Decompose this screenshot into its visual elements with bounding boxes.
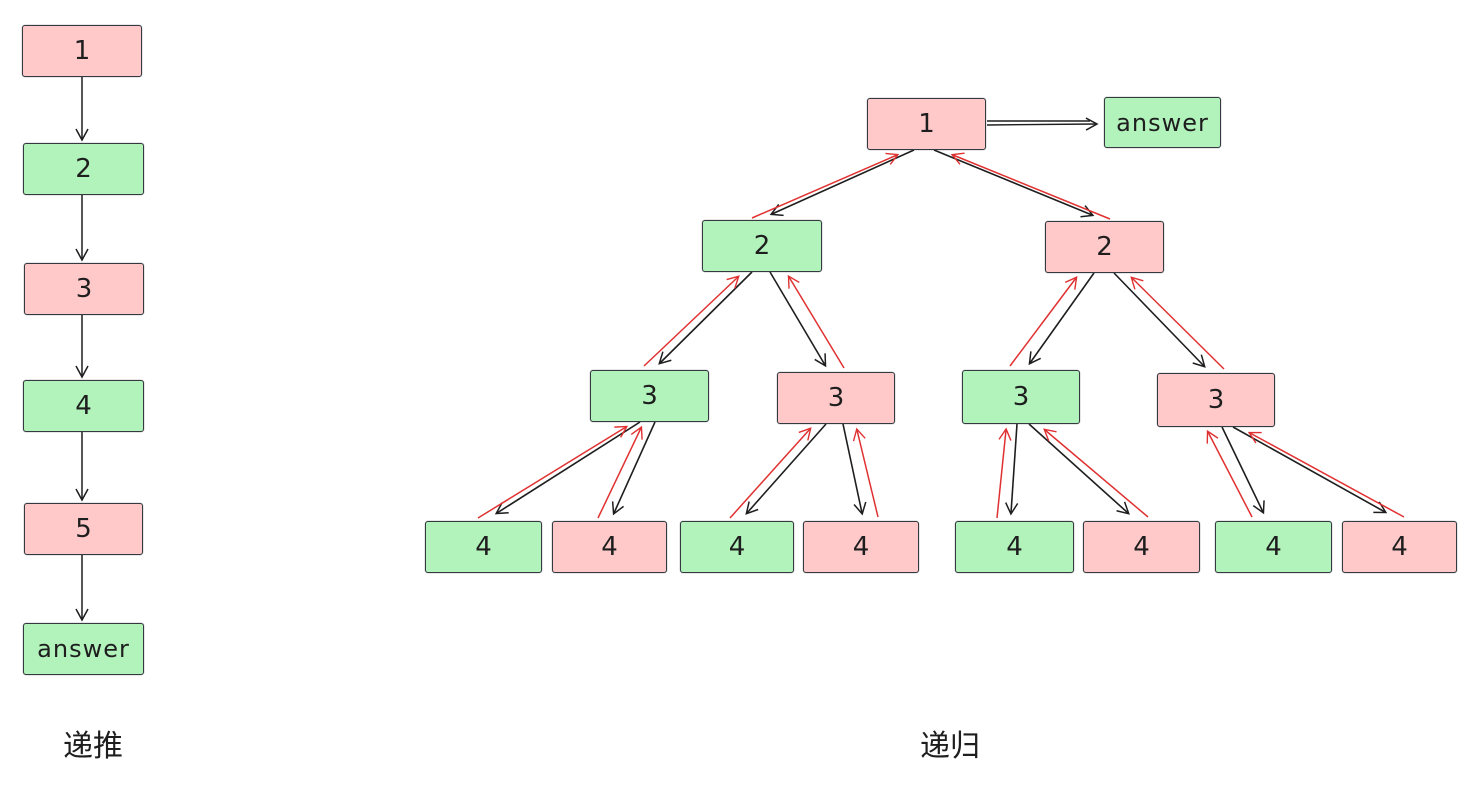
tree-node-l4-5: 4 [1083, 521, 1200, 573]
tree-node-l2-0: 2 [702, 220, 822, 272]
tree-node-l4-1: 4 [552, 521, 667, 573]
tree-root: 1 [867, 98, 986, 150]
root-to-answer-arrow [986, 117, 1099, 131]
flow-node-5: 5 [24, 503, 143, 555]
flow-node-3: 3 [24, 263, 144, 315]
tree-node-l4-7: 4 [1342, 521, 1457, 573]
tree-node-l3-3: 3 [1157, 373, 1275, 427]
flow-node-2: 2 [23, 143, 144, 195]
right-caption: 递归 [920, 729, 980, 764]
tree-node-l4-0: 4 [425, 521, 542, 573]
tree-node-l4-4: 4 [955, 521, 1074, 573]
return-arrows [477, 152, 1405, 519]
tree-node-l4-6: 4 [1215, 521, 1332, 573]
left-caption: 递推 [63, 729, 123, 764]
tree-node-l3-2: 3 [962, 370, 1080, 424]
tree-node-l3-1: 3 [777, 372, 895, 424]
tree-node-l4-2: 4 [680, 521, 794, 573]
tree-node-l4-3: 4 [803, 521, 919, 573]
flow-node-answer: answer [23, 623, 144, 675]
tree-node-l2-1: 2 [1045, 221, 1164, 273]
flow-node-1: 1 [22, 25, 142, 77]
tree-node-l3-0: 3 [590, 370, 709, 422]
call-arrows [494, 149, 1388, 516]
flow-node-4: 4 [23, 380, 144, 432]
tree-answer: answer [1104, 97, 1221, 148]
